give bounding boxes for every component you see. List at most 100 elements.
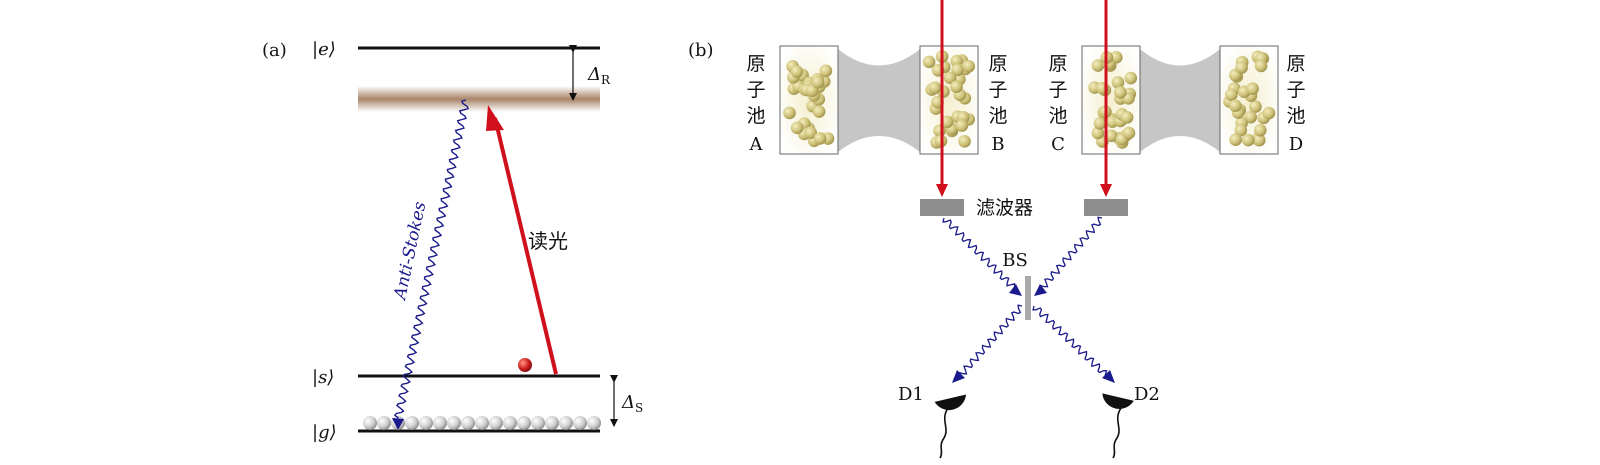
ground-atom [573,416,587,430]
cell-atom [1114,86,1127,99]
delta-r-label: ΔR [587,64,611,87]
cell-atom [1262,106,1276,120]
photon-arrowhead-in-right [1034,284,1047,296]
svg-text:池: 池 [988,105,1007,127]
atoms-cell-c [1088,51,1138,149]
cell-atom [819,64,833,78]
svg-text:原: 原 [746,53,765,75]
svg-text:原: 原 [1286,53,1305,75]
cell-atom [962,59,976,73]
cell-atom [1249,100,1262,113]
photon-arrowhead-d2 [1102,370,1115,383]
anti-stokes-label: Anti-Stokes [390,200,431,303]
ket-s-label: |s⟩ [312,367,334,388]
detector-d2-label: D2 [1134,384,1160,405]
cell-atom [1254,59,1268,73]
ground-atom [419,416,433,430]
svg-text:B: B [991,134,1004,155]
svg-text:原: 原 [1048,53,1067,75]
cell-atom [943,71,957,85]
svg-text:子: 子 [1048,79,1067,101]
ground-atom [531,416,545,430]
cell-atom [1093,117,1107,130]
read-light-label: 读光 [528,229,568,253]
cell-atom [1122,126,1136,140]
cell-atom [804,126,817,139]
delta-s-label: ΔS [621,392,643,415]
anti-stokes-photon [393,99,470,419]
atoms-cell-d [1223,50,1276,147]
cell-c-label: 原 子 池 C [1048,53,1067,155]
ground-atom [503,416,517,430]
svg-text:子: 子 [1286,79,1305,101]
svg-text:C: C [1051,134,1065,155]
cell-atom [811,75,825,89]
bs-label: BS [1002,250,1028,271]
photon-arrowhead-d1 [952,370,965,383]
panel-a: (a) |e⟩ ΔR |s⟩ |g⟩ ΔS 读光 Anti-Stokes [262,39,643,443]
ground-atom [377,416,391,430]
ground-atom [363,416,377,430]
cell-atom [1105,129,1118,143]
cell-atom [1120,111,1134,124]
optical-mode-ab [838,49,920,152]
photon-path-bs-to-d1 [957,304,1023,375]
cell-atom [1253,123,1267,137]
cell-atom [1241,133,1255,147]
atoms-cell-a [783,60,835,148]
cell-atom [1234,123,1248,137]
ground-state-atoms [363,416,601,430]
read-beam-b-arrowhead [936,184,948,197]
cell-d-label: 原 子 池 D [1286,53,1305,155]
filter-label: 滤波器 [976,197,1033,219]
cell-atom [1252,133,1266,147]
cell-b-label: 原 子 池 B [988,53,1007,155]
svg-text:原: 原 [988,53,1007,75]
cell-atom [1124,71,1138,85]
ground-atom [587,416,601,430]
photon-path-filter-to-bs-right [1038,216,1103,288]
detector-d1-cable [939,407,949,459]
cell-atom [950,80,963,94]
cell-atom [1091,126,1105,140]
cell-atom [940,115,954,129]
cell-atom [1229,99,1242,113]
cell-atom [783,106,796,120]
ground-atom [559,416,573,430]
beam-splitter [1025,276,1031,320]
read-light-arrowhead [486,105,504,131]
cell-atom [958,135,971,148]
cell-atom [1246,82,1259,96]
svg-text:池: 池 [1286,105,1305,127]
cell-atom [1229,133,1242,147]
photon-arrowhead-in-left [1009,284,1022,296]
ground-atom [447,416,461,430]
cell-atom [1091,59,1105,72]
svg-text:A: A [749,134,764,155]
cell-atom [790,65,804,78]
detector-d2: D2 [1102,384,1160,459]
cell-atom [1224,88,1238,102]
cell-atom [812,105,826,118]
svg-text:D: D [1289,134,1303,155]
read-light-beam [493,117,558,375]
ground-atom [517,416,531,430]
photon-path-filter-to-bs-left [942,217,1016,292]
anti-stokes-arrowhead [392,418,404,430]
cell-atom [955,119,969,132]
cell-atom [1235,61,1248,74]
photon-path-bs-to-d2 [1032,305,1108,379]
cell-atom [928,81,942,95]
optical-mode-cd [1140,49,1220,152]
read-beam-c-arrowhead [1100,184,1112,197]
ground-atom [405,416,419,430]
cell-atom [922,55,936,69]
cell-atom [813,132,827,145]
cell-atom [1244,110,1257,124]
detector-d1-icon [934,394,967,411]
svg-text:池: 池 [1048,105,1067,127]
svg-text:子: 子 [746,79,765,101]
detector-d1: D1 [898,384,967,459]
